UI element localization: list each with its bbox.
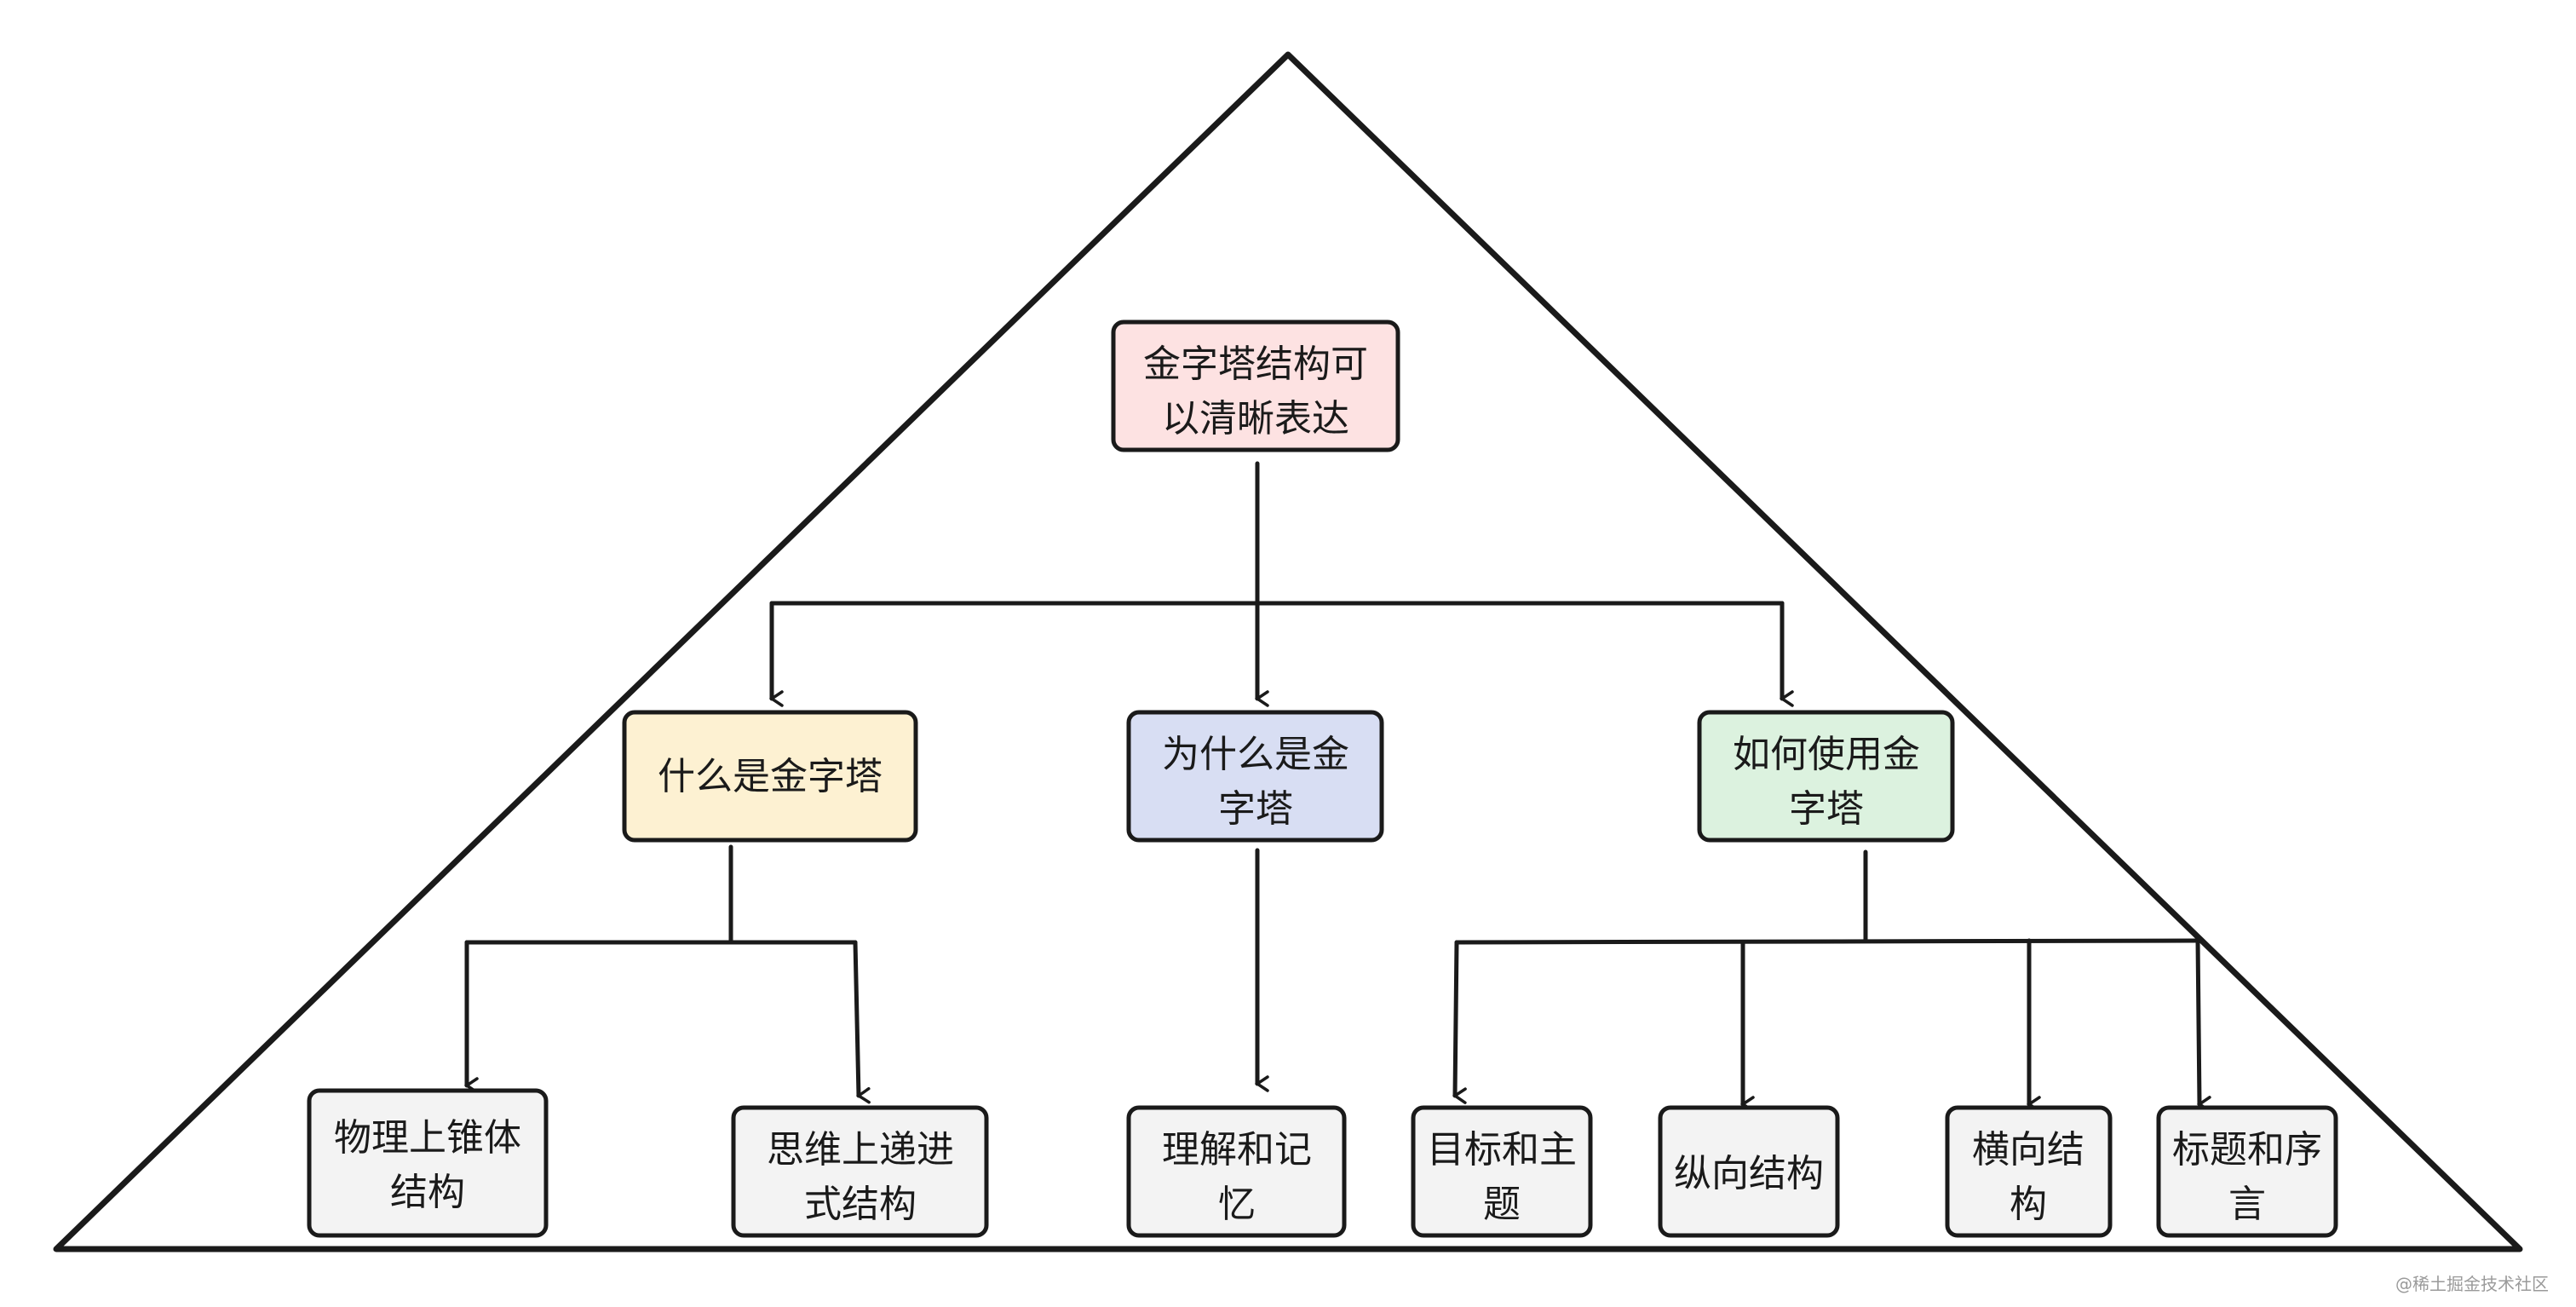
leaf-goal-box (1411, 1105, 1593, 1238)
leaf-understand-box (1126, 1105, 1347, 1238)
branch-how-node: 如何使用金 字塔 (1697, 710, 1955, 843)
leaf-thinking-text-1: 思维上递进 (767, 1128, 954, 1172)
root-text-2: 以清晰表达 (1162, 397, 1349, 440)
connector-to-title-preface (2195, 938, 2211, 1113)
connector-how-bus (1454, 938, 2200, 945)
leaf-physical-text-2: 结构 (390, 1171, 465, 1214)
leaf-horizontal-text-2: 构 (2010, 1183, 2047, 1226)
leaf-understand-text-2: 忆 (1218, 1183, 1256, 1226)
root-node: 金字塔结构可 以清晰表达 (1111, 320, 1400, 452)
leaf-title-preface-text-2: 言 (2228, 1183, 2266, 1226)
leaf-vertical-text: 纵向结构 (1674, 1152, 1824, 1195)
leaf-goal-text-1: 目标和主 (1427, 1128, 1577, 1172)
leaf-goal-text-2: 题 (1483, 1183, 1521, 1226)
branch-how-text-2: 字塔 (1789, 787, 1864, 831)
pyramid-outline (53, 51, 2523, 1252)
leaf-thinking-text-2: 式结构 (804, 1183, 917, 1226)
leaf-understand-text-1: 理解和记 (1162, 1128, 1312, 1172)
root-box (1111, 320, 1400, 452)
watermark: @稀土掘金技术社区 (2395, 1274, 2549, 1294)
root-text-1: 金字塔结构可 (1143, 343, 1368, 386)
branch-why-box (1126, 710, 1384, 843)
leaf-title-preface-node: 标题和序 言 (2156, 1105, 2338, 1238)
branch-why-node: 为什么是金 字塔 (1126, 710, 1384, 843)
leaf-vertical-box (1658, 1105, 1840, 1238)
branch-what-box (622, 710, 918, 843)
leaf-thinking-box (731, 1105, 989, 1238)
leaf-vertical-node: 纵向结构 (1658, 1105, 1840, 1238)
branch-how-box (1697, 710, 1955, 843)
branch-why-text-1: 为什么是金 (1162, 733, 1349, 776)
leaf-goal-node: 目标和主 题 (1411, 1105, 1593, 1238)
connector-to-thinking (853, 940, 871, 1104)
leaf-physical-box (307, 1088, 549, 1238)
leaf-title-preface-text-1: 标题和序 (2172, 1128, 2322, 1172)
leaf-physical-text-1: 物理上锥体 (334, 1116, 521, 1160)
leaf-horizontal-node: 横向结 构 (1945, 1105, 2113, 1238)
leaf-physical-node: 物理上锥体 结构 (307, 1088, 549, 1238)
branch-what-text: 什么是金字塔 (658, 755, 883, 798)
leaf-horizontal-text-1: 横向结 (1972, 1128, 2084, 1172)
leaf-understand-node: 理解和记 忆 (1126, 1105, 1347, 1238)
leaf-horizontal-box (1945, 1105, 2113, 1238)
branch-how-text-1: 如何使用金 (1733, 733, 1920, 776)
branch-what-node: 什么是金字塔 (622, 710, 918, 843)
leaf-thinking-node: 思维上递进 式结构 (731, 1105, 989, 1238)
branch-why-text-2: 字塔 (1218, 787, 1293, 831)
connector-to-goal (1452, 940, 1467, 1104)
leaf-title-preface-box (2156, 1105, 2338, 1238)
